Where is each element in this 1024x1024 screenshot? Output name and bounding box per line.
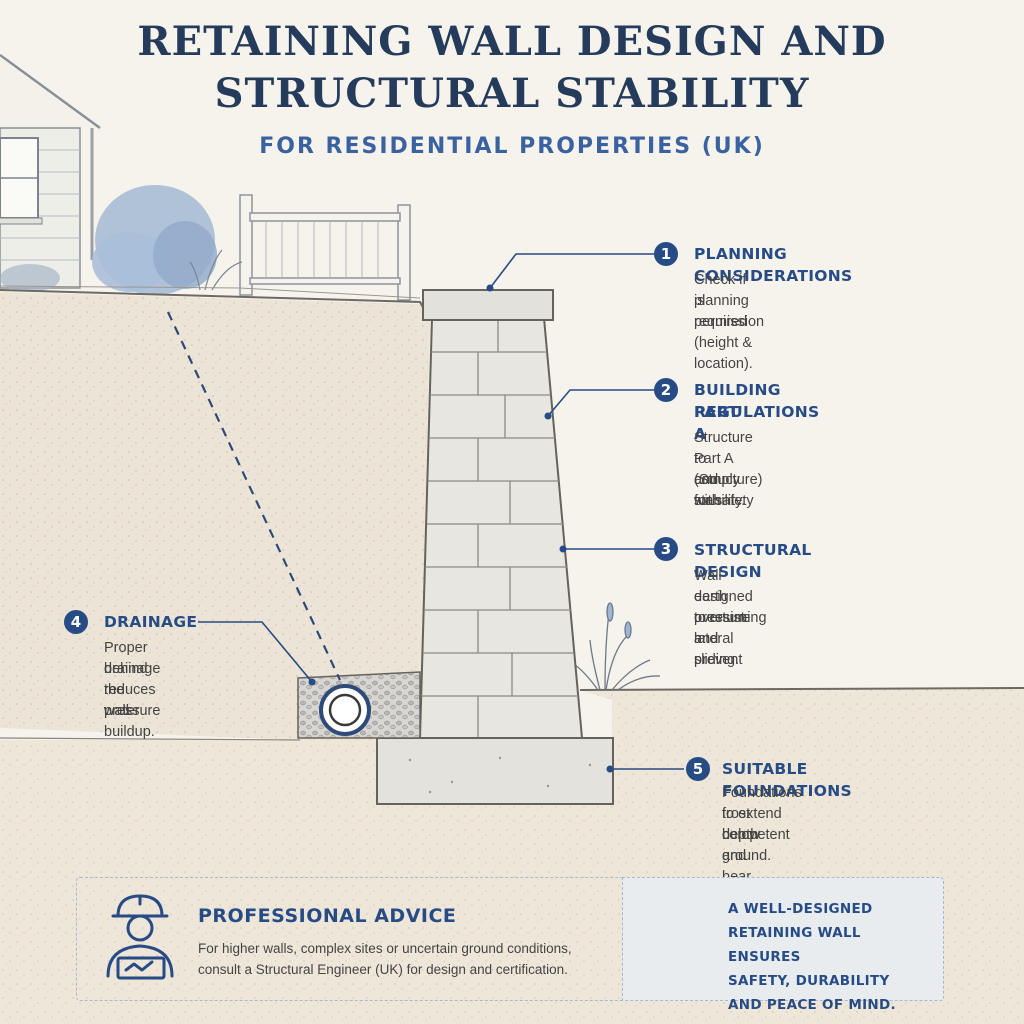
callout-body-line: earth pressure and prevent <box>694 589 751 668</box>
advice-body: For higher walls, complex sites or uncer… <box>198 938 618 980</box>
shrub-drawing <box>0 185 243 295</box>
callout-number: 5 <box>686 757 710 781</box>
callout-number: 3 <box>654 537 678 561</box>
callout-number: 1 <box>654 242 678 266</box>
plant-drawing <box>574 602 661 691</box>
callout-title: PLANNING CONSIDERATIONS <box>694 245 853 285</box>
callout-title: SUITABLE FOUNDATIONS <box>722 760 852 800</box>
summary-statement: A WELL-DESIGNED RETAINING WALL ENSURES S… <box>728 897 938 1017</box>
advice-body-line: For higher walls, complex sites or uncer… <box>198 941 572 956</box>
retained-soil <box>0 292 430 740</box>
fence-drawing <box>239 194 411 301</box>
callout-number: 4 <box>64 610 88 634</box>
callout-body-line: pressure buildup. <box>104 703 161 740</box>
callout-body-line: Wall designed to resist lateral <box>694 568 753 647</box>
foundation-footing <box>376 737 614 805</box>
callout-body-line: Check if planning permission <box>694 272 765 330</box>
callout-title: STRUCTURAL DESIGN <box>694 541 812 581</box>
callout-body-line: Foundations to extend below <box>722 785 802 843</box>
coping-stone <box>422 289 554 321</box>
subtitle: FOR RESIDENTIAL PROPERTIES (UK) <box>259 134 765 159</box>
house-drawing <box>0 53 101 289</box>
callout-title: PART A <box>694 403 739 443</box>
callout-title: DRAINAGE <box>104 613 198 631</box>
callout-body-line: and stability. <box>694 472 746 509</box>
summary-panel <box>622 877 944 1001</box>
engineer-icon <box>106 894 174 980</box>
drain-pipe <box>319 684 371 736</box>
callout-body-line: competent ground. <box>722 827 790 864</box>
title-line-1: RETAINING WALL DESIGN AND <box>137 18 887 65</box>
callout-body-line: overturning and sliding. <box>694 610 767 668</box>
callout-body-line: behind the wall <box>104 661 148 719</box>
retaining-wall-stem <box>418 317 584 739</box>
advice-title: PROFESSIONAL ADVICE <box>198 905 457 927</box>
callout-body-line: Structure to comply with <box>694 430 753 509</box>
callout-body-line: Proper drainage <box>104 640 161 677</box>
title-line-2: STRUCTURAL STABILITY <box>214 70 810 117</box>
summary-line: A WELL-DESIGNED <box>728 901 873 917</box>
callout-body-line: Part A (Structure) for safety <box>694 451 763 509</box>
summary-line: AND PEACE OF MIND. <box>728 997 896 1013</box>
summary-line: RETAINING WALL ENSURES <box>728 925 861 965</box>
callout-body-line: reduces water <box>104 682 156 719</box>
advice-body-line: consult a Structural Engineer (UK) for d… <box>198 962 568 977</box>
summary-line: SAFETY, DURABILITY <box>728 973 890 989</box>
leader-lines <box>198 253 684 770</box>
callout-number: 2 <box>654 378 678 402</box>
callout-body-line: is required (height & location). <box>694 293 753 372</box>
drainage-line <box>167 311 341 681</box>
callout-title: BUILDING REGULATIONS <box>694 381 820 421</box>
